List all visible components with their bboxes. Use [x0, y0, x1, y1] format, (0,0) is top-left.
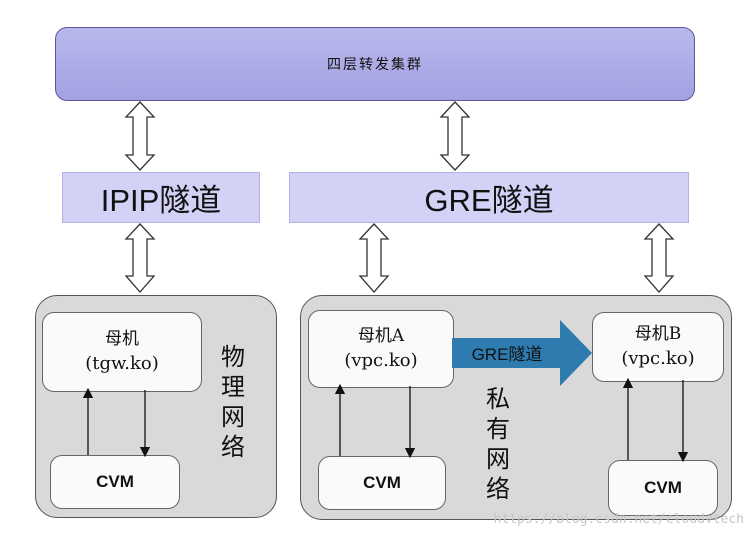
private-label-char: 络 — [486, 475, 510, 503]
gre-arrow-label: GRE隧道 — [472, 345, 543, 364]
double-arrow-icon — [439, 101, 471, 171]
gre-tunnel-bar: GRE隧道 — [289, 172, 689, 223]
physical-network-label: 物 理 网 络 — [219, 342, 247, 462]
ipip-tunnel-bar: IPIP隧道 — [62, 172, 260, 223]
physical-label-char: 络 — [221, 433, 245, 461]
physical-host-title: 母机 — [105, 329, 139, 349]
double-arrow-icon — [124, 223, 156, 293]
physical-host-node: 母机 (tgw.ko) — [42, 312, 202, 392]
host-b-module: (vpc.ko) — [621, 348, 695, 369]
physical-label-char: 网 — [221, 403, 245, 431]
private-cvm-a-node: CVM — [318, 456, 446, 510]
private-label-char: 网 — [486, 445, 510, 473]
host-a-module: (vpc.ko) — [344, 350, 418, 371]
host-a-title: 母机A — [357, 326, 405, 346]
physical-label-char: 理 — [221, 373, 245, 401]
host-a-node: 母机A (vpc.ko) — [308, 310, 454, 388]
private-network-label: 私 有 网 络 — [484, 384, 512, 504]
physical-cvm-node: CVM — [50, 455, 180, 509]
private-label-char: 有 — [486, 415, 510, 443]
physical-cvm-label: CVM — [96, 472, 134, 491]
double-arrow-icon — [124, 101, 156, 171]
gre-tunnel-label: GRE隧道 — [424, 183, 554, 218]
host-b-title: 母机B — [634, 324, 682, 344]
physical-host-module: (tgw.ko) — [85, 353, 159, 374]
watermark-text: https://blog.csdn.net/cloudvtech — [493, 512, 744, 527]
ipip-tunnel-label: IPIP隧道 — [100, 183, 222, 218]
cluster-label: 四层转发集群 — [327, 57, 423, 73]
gre-tunnel-arrow — [452, 320, 592, 386]
private-cvm-a-label: CVM — [363, 473, 401, 492]
private-cvm-b-label: CVM — [644, 478, 682, 497]
private-cvm-b-node: CVM — [608, 460, 718, 516]
forwarding-cluster: 四层转发集群 — [55, 27, 695, 101]
double-arrow-icon — [643, 223, 675, 293]
host-b-node: 母机B (vpc.ko) — [592, 312, 724, 382]
double-arrow-icon — [358, 223, 390, 293]
physical-label-char: 物 — [221, 343, 245, 371]
private-label-char: 私 — [486, 385, 510, 413]
